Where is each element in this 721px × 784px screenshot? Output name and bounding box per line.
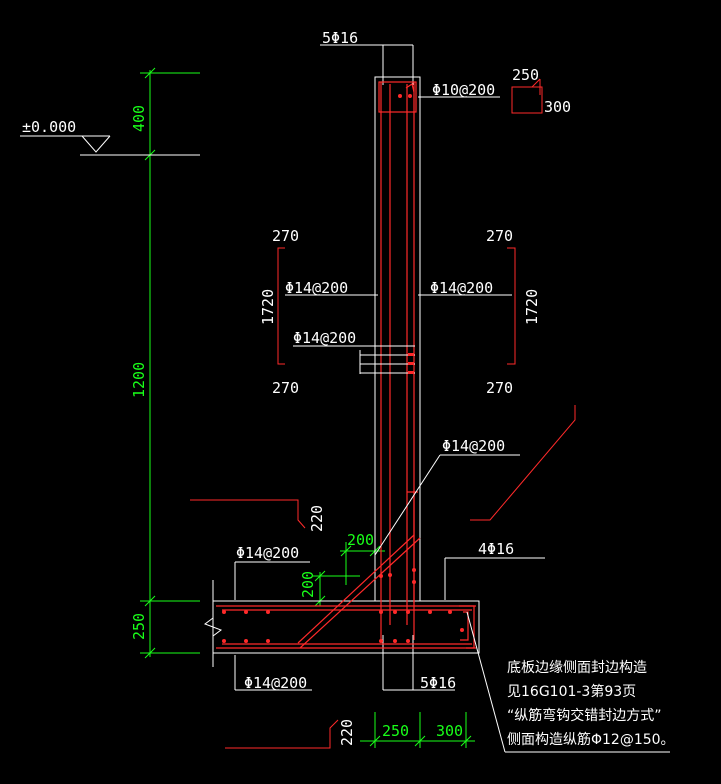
dim-400: 400 (130, 105, 148, 132)
label-bottom-bars: 5Φ16 (420, 674, 456, 692)
label-stirrup: Φ10@200 (432, 81, 495, 99)
label-right-270-bottom: 270 (486, 379, 513, 397)
bottom-dimension-chain (360, 712, 475, 748)
rebar-dots (222, 94, 464, 643)
label-diag-rebar: Φ14@200 (442, 437, 505, 455)
dim-1200: 1200 (130, 362, 148, 398)
label-corner-bars: 4Φ16 (478, 540, 514, 558)
label-bottom-220: 220 (338, 719, 356, 746)
label-top-bars: 5Φ16 (322, 29, 358, 47)
side-rebar-brackets (277, 247, 516, 365)
dim-250: 250 (130, 613, 148, 640)
label-left-220: 220 (308, 505, 326, 532)
label-leaders (234, 44, 670, 753)
label-right-270-top: 270 (486, 227, 513, 245)
elevation-marker (20, 135, 111, 153)
inner-rebar-ticks (408, 353, 414, 374)
dim-200-vertical: 200 (299, 571, 317, 598)
label-left-270-top: 270 (272, 227, 299, 245)
wall-rebar (378, 81, 417, 640)
slab-rebar (216, 491, 476, 649)
concrete-outline (80, 44, 480, 691)
hook-brackets (190, 405, 576, 749)
elevation-label: ±0.000 (22, 118, 76, 136)
dim-250-bottom: 250 (382, 722, 409, 740)
label-left-270-bottom: 270 (272, 379, 299, 397)
note-line-2: 见16G101-3第93页 (507, 683, 636, 700)
label-right-1720: 1720 (523, 289, 541, 325)
label-slab-top-rebar: Φ14@200 (236, 544, 299, 562)
label-left-1720: 1720 (259, 289, 277, 325)
label-slab-bottom-rebar: Φ14@200 (244, 674, 307, 692)
note-line-1: 底板边缘侧面封边构造 (507, 660, 647, 676)
label-beam-height: 300 (544, 98, 571, 116)
dim-300-bottom: 300 (436, 722, 463, 740)
label-right-side-rebar: Φ14@200 (430, 279, 493, 297)
label-beam-width: 250 (512, 66, 539, 84)
note-line-3: “纵筋弯钩交错封边方式” (507, 707, 662, 724)
dim-200-horizontal: 200 (347, 531, 374, 549)
note-line-4: 侧面构造纵筋Φ12@150。 (507, 731, 675, 748)
side-rebar-leaders (285, 294, 512, 374)
label-inner-rebar: Φ14@200 (293, 329, 356, 347)
beam-section-box (511, 78, 543, 114)
label-left-side-rebar: Φ14@200 (285, 279, 348, 297)
vertical-dimension-chain (140, 67, 200, 659)
